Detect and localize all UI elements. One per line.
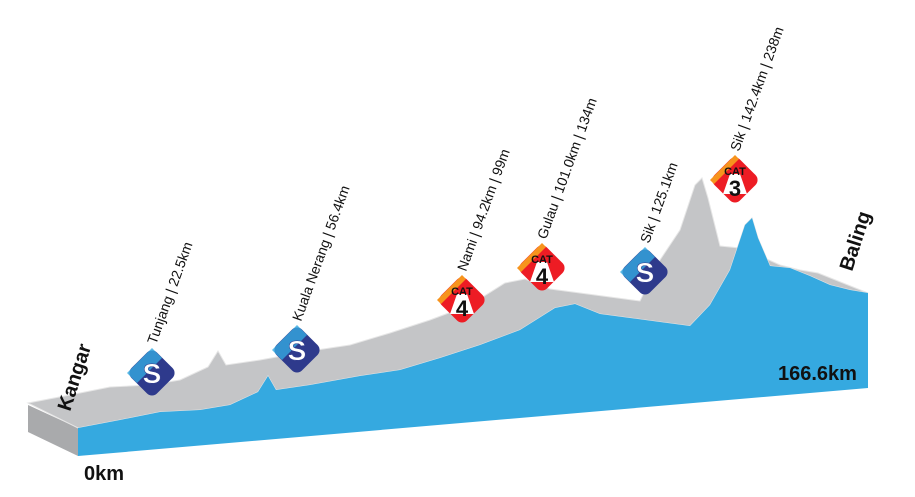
sprint-letter: S — [636, 257, 655, 288]
sprint-marker: S Tunjang | 22.5km — [127, 240, 196, 396]
kom-cat-label: CAT — [451, 286, 473, 298]
sprint-icon-accent — [127, 348, 162, 383]
elevation-profile — [78, 218, 868, 456]
sprint-letter: S — [288, 335, 307, 366]
finish-distance: 166.6km — [778, 363, 857, 385]
kom-icon-accent — [517, 243, 546, 272]
marker-label: Sik | 142.4km | 238m — [727, 24, 787, 153]
kom-category: 4 — [536, 264, 549, 289]
marker-label: Kuala Nerang | 56.4km — [289, 183, 353, 323]
kom-category: 4 — [456, 296, 469, 321]
mountain-icon — [450, 294, 474, 314]
profile-left-face — [28, 405, 78, 456]
mountain-icon — [723, 174, 747, 194]
kom-cat-label: CAT — [724, 166, 746, 178]
kom-category: 3 — [729, 176, 741, 201]
mountain-icon — [530, 262, 554, 282]
kom-icon-accent — [437, 275, 466, 304]
finish-town: Baling — [836, 209, 876, 274]
start-distance: 0km — [84, 463, 124, 485]
sprint-letter: S — [143, 358, 162, 389]
marker-label: Gulau | 101.0km | 134m — [534, 96, 600, 241]
marker-label: Nami | 94.2km | 99m — [454, 147, 513, 273]
sprint-icon-accent — [272, 325, 307, 360]
kom-icon-accent — [710, 155, 739, 184]
kom-cat-label: CAT — [531, 254, 553, 266]
marker-label: Sik | 125.1km — [637, 160, 681, 245]
marker-label: Tunjang | 22.5km — [144, 240, 196, 346]
sprint-icon-accent — [620, 247, 655, 282]
